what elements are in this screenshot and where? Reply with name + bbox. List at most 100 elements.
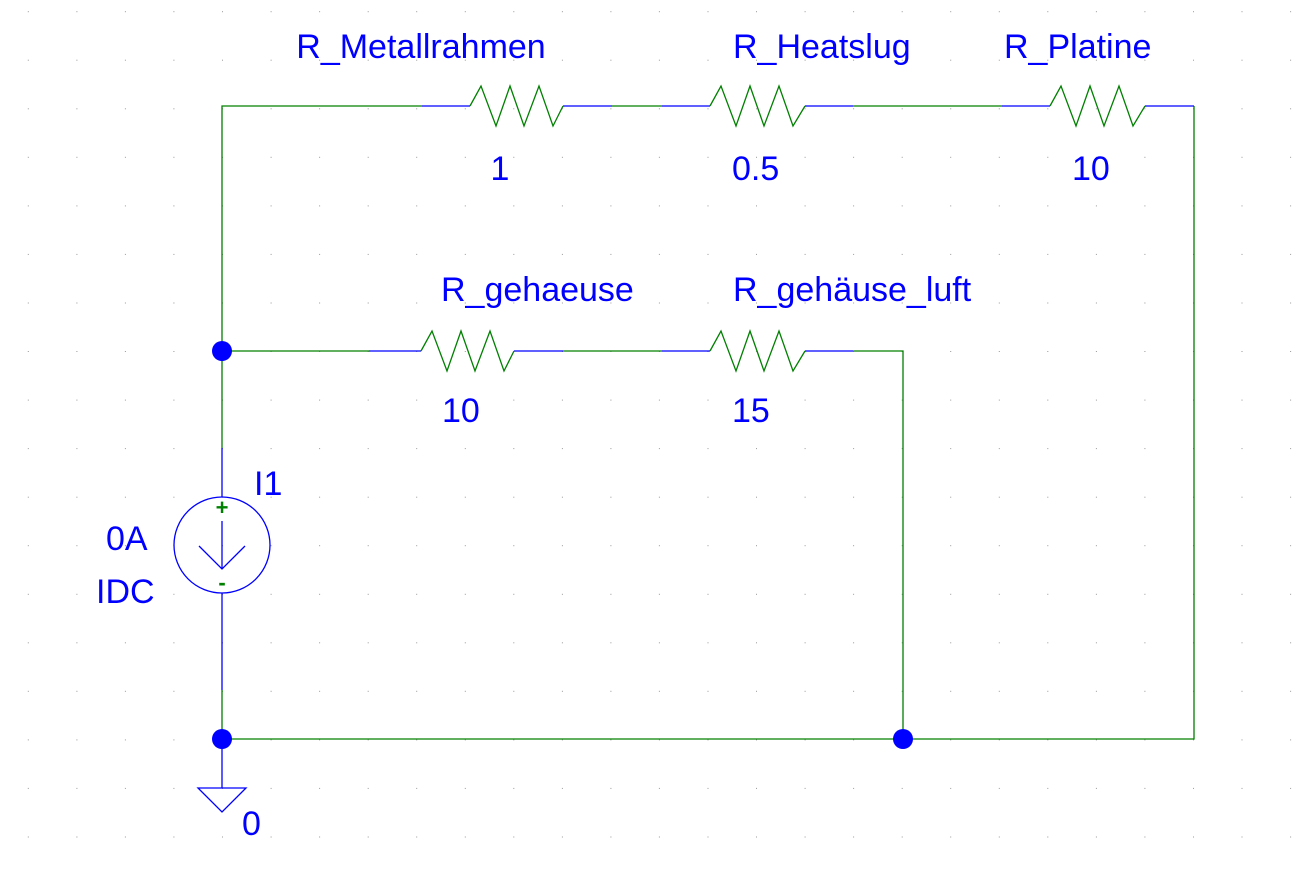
grid-dot xyxy=(561,593,563,595)
grid-dot xyxy=(658,59,660,61)
grid-dot xyxy=(707,11,709,13)
wire-top-left[interactable] xyxy=(221,105,422,351)
grid-dot xyxy=(367,545,369,547)
grid-dot xyxy=(1290,59,1292,61)
grid-dot xyxy=(270,642,272,644)
grid-dot xyxy=(1290,205,1292,207)
wire-right[interactable] xyxy=(903,106,1195,740)
grid-dot xyxy=(76,642,78,644)
grid-dot xyxy=(513,739,515,741)
grid-dot xyxy=(1095,205,1097,207)
grid-dot xyxy=(1047,836,1049,838)
resistor-r-gehaeuse[interactable]: R_gehaeuse 10 xyxy=(369,271,634,430)
grid-dot xyxy=(1290,836,1292,838)
grid-dot xyxy=(998,787,1000,789)
grid-dot xyxy=(756,448,757,450)
grid-dot xyxy=(1290,399,1292,401)
grid-dot xyxy=(1144,11,1146,13)
source-value[interactable]: 0A xyxy=(106,520,148,558)
grid-dot xyxy=(270,545,272,547)
grid-dot xyxy=(270,302,272,304)
grid-dot xyxy=(1144,351,1146,352)
minus-terminal: - xyxy=(218,570,225,595)
grid-dot xyxy=(658,253,660,255)
grid-dot xyxy=(27,156,29,158)
grid-dot xyxy=(270,690,272,692)
grid-dot xyxy=(1241,739,1243,741)
grid-dot xyxy=(124,253,126,255)
grid-dot xyxy=(658,156,660,158)
grid-dot xyxy=(124,545,126,547)
grid-dot xyxy=(901,448,903,450)
grid-dot xyxy=(1144,448,1146,450)
resistor-value[interactable]: 1 xyxy=(491,150,510,188)
grid-dot xyxy=(464,351,466,352)
current-source-i1[interactable]: + - I1 0A IDC xyxy=(96,448,282,690)
wire-mid-right[interactable] xyxy=(853,350,904,739)
ground-symbol[interactable]: 0 xyxy=(196,739,261,843)
resistor-r-heatslug[interactable]: R_Heatslug 0.5 xyxy=(662,28,911,188)
ground-net-label: 0 xyxy=(242,805,261,843)
grid-dot xyxy=(1241,496,1243,498)
grid-dot xyxy=(124,205,126,207)
grid-dot xyxy=(76,59,78,61)
grid-dot xyxy=(658,448,660,450)
grid-dot xyxy=(756,690,757,692)
grid-dot xyxy=(756,545,757,547)
grid-dot xyxy=(1047,496,1049,498)
grid-dot xyxy=(1095,253,1097,255)
grid-dot xyxy=(416,205,418,207)
grid-dot xyxy=(367,593,369,595)
resistor-name: R_Metallrahmen xyxy=(296,28,545,66)
grid-dot xyxy=(707,253,709,255)
grid-dot xyxy=(367,690,369,692)
grid-dot xyxy=(1241,836,1243,838)
grid-dot xyxy=(998,448,1000,450)
grid-dot xyxy=(707,156,709,158)
resistor-r-metallrahmen[interactable]: R_Metallrahmen 1 xyxy=(296,28,612,188)
grid-dot xyxy=(367,108,369,110)
grid-dot xyxy=(804,156,806,158)
grid-dot xyxy=(707,108,709,110)
grid-dot xyxy=(1095,545,1097,547)
resistor-r-gehaeuse-luft[interactable]: R_gehäuse_luft 15 xyxy=(662,271,972,430)
grid-dot xyxy=(1095,351,1097,352)
source-name: I1 xyxy=(254,465,282,503)
grid-dot xyxy=(319,108,321,110)
grid-dot xyxy=(513,787,515,789)
grid-dot xyxy=(173,690,175,692)
resistor-value[interactable]: 0.5 xyxy=(732,150,779,188)
grid-dot xyxy=(1047,545,1049,547)
resistor-r-platine[interactable]: R_Platine 10 xyxy=(1002,28,1194,188)
grid-dot xyxy=(804,836,806,838)
resistor-value[interactable]: 10 xyxy=(1072,150,1110,188)
grid-dot xyxy=(319,205,321,207)
grid-dot xyxy=(804,399,806,401)
grid-dot xyxy=(27,399,29,401)
grid-dot xyxy=(416,642,418,644)
grid-dot xyxy=(901,593,903,595)
grid-dot xyxy=(1290,545,1292,547)
grid-dot xyxy=(76,399,78,401)
grid-dot xyxy=(173,11,175,13)
grid-dot xyxy=(610,545,612,547)
grid-dot xyxy=(1241,448,1243,450)
grid-dot xyxy=(1144,205,1146,207)
resistor-value[interactable]: 15 xyxy=(732,392,770,430)
grid-dot xyxy=(658,496,660,498)
grid-dot xyxy=(998,496,1000,498)
grid-dot xyxy=(464,593,466,595)
grid-dot xyxy=(464,448,466,450)
grid-dot xyxy=(804,642,806,644)
grid-dot xyxy=(76,302,78,304)
resistor-value[interactable]: 10 xyxy=(442,392,480,430)
grid-dot xyxy=(853,690,855,692)
grid-dot xyxy=(464,545,466,547)
grid-dot xyxy=(998,302,1000,304)
grid-dot xyxy=(1095,59,1097,61)
grid-dot xyxy=(416,11,418,13)
grid-dot xyxy=(658,836,660,838)
grid-dot xyxy=(319,545,321,547)
